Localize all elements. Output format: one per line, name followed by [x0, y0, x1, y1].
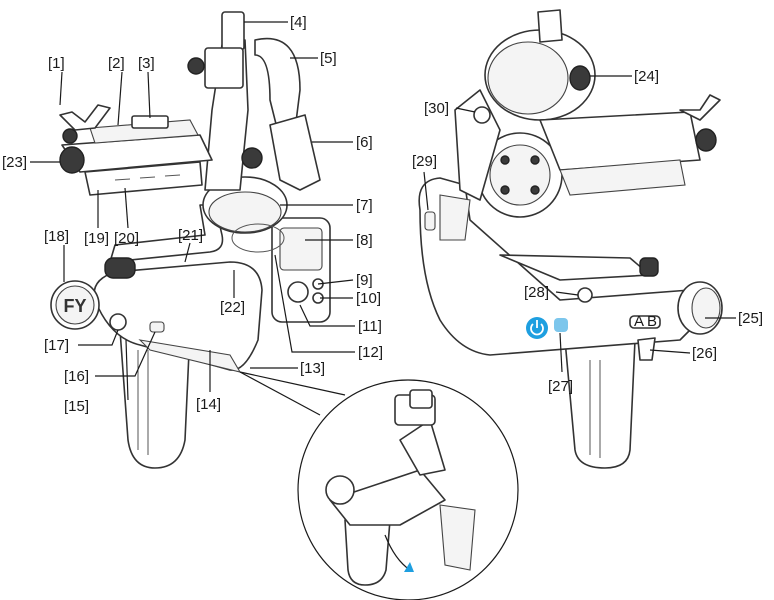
- callout-27: [27]: [548, 378, 573, 395]
- y-bracket: [59, 104, 111, 131]
- inset-plate: [439, 504, 476, 571]
- callout-labels: [1] [2] [3] [4] [5] [6] [7] [8] [9] [10]…: [2, 14, 763, 415]
- mode-button: [149, 321, 165, 333]
- rear-lock-knob: [473, 106, 491, 124]
- callout-8: [8]: [356, 232, 373, 249]
- tilt-top-block: [221, 11, 245, 51]
- callout-23: [23]: [2, 154, 27, 171]
- callout-14: [14]: [196, 396, 221, 413]
- leader-lines: [30, 21, 736, 401]
- fold-inset: [239, 371, 519, 600]
- callout-15: [15]: [64, 398, 89, 415]
- roll-arm: [109, 204, 224, 263]
- rear-y-bracket: [679, 94, 721, 121]
- inset-handle: [344, 519, 391, 586]
- tilt-knob: [59, 146, 85, 174]
- callout-21: [21]: [178, 227, 203, 244]
- trigger-button-front: [109, 313, 127, 331]
- rear-top-block: [537, 9, 563, 43]
- callout-25: [25]: [738, 310, 763, 327]
- callout-7: [7]: [356, 197, 373, 214]
- callout-29: [29]: [412, 153, 437, 170]
- callout-13: [13]: [300, 360, 325, 377]
- rear-plate: [539, 111, 701, 171]
- pan-arm: [269, 114, 321, 191]
- ab-button: [629, 315, 661, 329]
- callout-11: [11]: [358, 318, 382, 335]
- status-led: [554, 318, 568, 332]
- rear-button: [577, 287, 593, 303]
- power-icon: [530, 320, 544, 336]
- callout-30: [30]: [424, 100, 449, 117]
- touch-screen: [279, 227, 323, 271]
- callout-10: [10]: [356, 290, 381, 307]
- inset-arm: [399, 419, 446, 476]
- gimbal-front-view: FY: [50, 11, 331, 469]
- callout-24: [24]: [634, 68, 659, 85]
- callout-1: [1]: [48, 55, 65, 72]
- callout-22: [22]: [220, 299, 245, 316]
- callout-19: [19]: [84, 230, 109, 247]
- callout-4: [4]: [290, 14, 307, 31]
- button-b-label: B: [647, 313, 657, 330]
- feiyu-logo-icon: FY: [63, 296, 86, 316]
- rear-trigger: [637, 337, 656, 361]
- handle-body: [93, 261, 263, 371]
- callout-12: [12]: [358, 344, 383, 361]
- callout-5: [5]: [320, 50, 337, 67]
- svg-text:FY: FY: [63, 296, 86, 316]
- tilt-mount-plate: [204, 47, 244, 89]
- gimbal-rear-view: A B: [418, 9, 723, 469]
- rear-body: [418, 177, 701, 356]
- callout-26: [26]: [692, 345, 717, 362]
- callout-9: [9]: [356, 272, 373, 289]
- inset-logo-knob: [325, 475, 355, 505]
- callout-2: [2]: [108, 55, 125, 72]
- inset-body: [329, 469, 446, 526]
- plate-rail: [84, 161, 203, 196]
- callout-18: [18]: [44, 228, 69, 245]
- roll-lock-knob: [104, 257, 136, 279]
- callout-20: [20]: [114, 230, 139, 247]
- button-a-label: A: [634, 313, 644, 330]
- callout-6: [6]: [356, 134, 373, 151]
- callout-3: [3]: [138, 55, 155, 72]
- callout-17: [17]: [44, 337, 69, 354]
- callout-16: [16]: [64, 368, 89, 385]
- callout-28: [28]: [524, 284, 549, 301]
- joystick: [287, 281, 309, 303]
- side-switch: [424, 211, 436, 231]
- inset-circle: [297, 379, 519, 600]
